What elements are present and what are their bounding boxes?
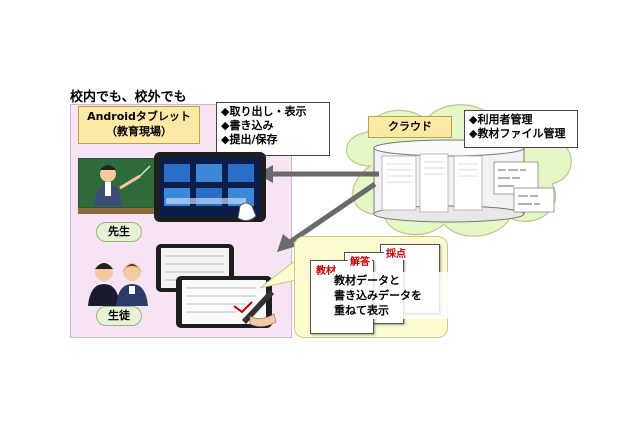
caption-line-2: 書き込みデータを [334, 289, 422, 302]
tag-scoring: 採点 [384, 245, 408, 260]
feature-file-management: ◆教材ファイル管理 [469, 127, 566, 140]
student-label: 生徒 [96, 306, 142, 326]
cloud-features-box: ◆利用者管理 ◆教材ファイル管理 [464, 110, 578, 148]
feature-write: ◆書き込み [221, 119, 274, 132]
caption-line-3: 重ねて表示 [334, 304, 389, 317]
feature-display: ◆取り出し・表示 [221, 105, 307, 118]
tag-answer: 解答 [348, 253, 372, 268]
tablet-title-box: Androidタブレット （教育現場） [78, 106, 200, 144]
teacher-tablet [154, 152, 266, 222]
sync-arrows [257, 165, 379, 252]
teacher-label: 先生 [96, 222, 142, 242]
student-illustration [88, 263, 148, 306]
tablet-title-line2: （教育現場） [106, 125, 172, 138]
teacher-illustration [78, 158, 156, 214]
feature-submit: ◆提出/保存 [221, 133, 278, 146]
student-tablet-front [176, 276, 277, 328]
tablet-features-box: ◆取り出し・表示 ◆書き込み ◆提出/保存 [216, 102, 330, 156]
page-heading: 校内でも、校外でも [70, 90, 187, 105]
callout-pointer [259, 258, 297, 289]
tablet-title-line1: Androidタブレット [87, 110, 191, 123]
feature-user-management: ◆利用者管理 [469, 113, 533, 126]
caption-line-1: 教材データと [334, 274, 400, 287]
documents-caption: 教材データと 書き込みデータを 重ねて表示 [332, 272, 448, 319]
cloud-title-box: クラウド [368, 116, 452, 138]
